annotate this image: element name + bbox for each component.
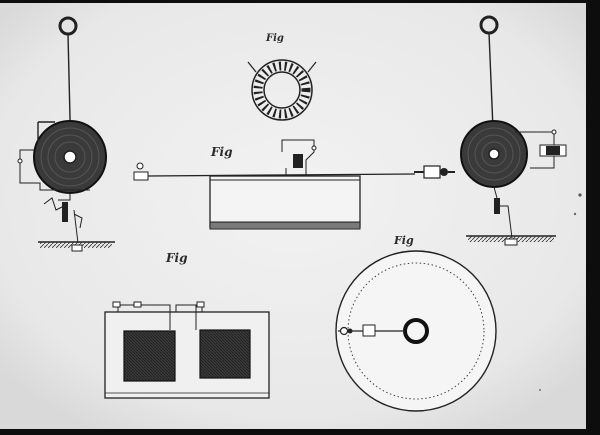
battery-cell-left: [123, 330, 176, 382]
center-right-plug: [423, 165, 441, 179]
center-circuit-terminal: [311, 145, 317, 151]
right-coil-ring: [474, 134, 514, 174]
disc-contact: [362, 324, 376, 337]
toroid-winding: [253, 61, 311, 119]
right-ground-plate: [504, 238, 518, 246]
left-detector-lead: [43, 197, 65, 211]
scan-speck: [578, 193, 582, 197]
left-circuit-wire: [19, 149, 90, 191]
right-terminal: [551, 129, 557, 135]
toroid-outer: [251, 59, 313, 121]
center-wire: [147, 173, 416, 177]
center-tank: [209, 175, 361, 228]
center-transmission-line: [133, 139, 455, 230]
scan-speck: [539, 389, 541, 391]
fig-label-center: Fig: [211, 145, 233, 159]
disc-brush: [339, 326, 349, 336]
center-left-plug-knob: [136, 162, 144, 170]
right-detector-lead: [500, 205, 513, 239]
toroid-lead: [307, 61, 317, 73]
right-coil-hub: [488, 148, 500, 160]
fig-label-left: Fig: [166, 251, 188, 265]
center-circuit-cell: [293, 154, 303, 168]
left-receiving-station: [17, 16, 115, 252]
left-coil-bracket: [37, 121, 55, 142]
left-ground-lead-detail: [73, 213, 83, 229]
battery-terminal: [133, 301, 142, 308]
battery-terminal: [112, 301, 121, 308]
right-coil-ring: [467, 127, 521, 181]
scan-speck: [573, 212, 577, 216]
toroid-inner: [263, 71, 301, 109]
left-detector: [62, 202, 68, 222]
battery-cell-right: [199, 329, 251, 379]
right-receiver-core: [546, 146, 560, 155]
battery-box: [104, 301, 270, 399]
fig-label-disc: Fig: [394, 234, 414, 247]
left-detector-wire: [58, 193, 71, 201]
disc-brush: [347, 328, 353, 334]
left-coil-ring: [47, 134, 93, 180]
right-detector-wire: [493, 186, 498, 199]
right-detector: [494, 198, 500, 214]
right-receiving-station: [460, 15, 567, 246]
disc-figure: [335, 250, 497, 412]
battery-terminal: [196, 301, 205, 308]
left-coil-ring: [40, 127, 100, 187]
disc-outer: [335, 250, 497, 412]
left-ground-lead: [73, 209, 79, 244]
fig-label-ring: Fig: [266, 33, 284, 44]
center-tank-bottom: [209, 221, 361, 230]
toroid-coil: [247, 59, 317, 121]
center-right-plug-cap: [440, 168, 448, 176]
left-coil-hub: [63, 150, 77, 164]
left-terminal: [17, 158, 23, 164]
center-left-plug: [133, 171, 149, 181]
left-coil-ring: [54, 141, 86, 173]
right-coil-ring: [481, 141, 507, 167]
toroid-lead: [247, 61, 257, 73]
left-ground-plate: [71, 244, 83, 252]
